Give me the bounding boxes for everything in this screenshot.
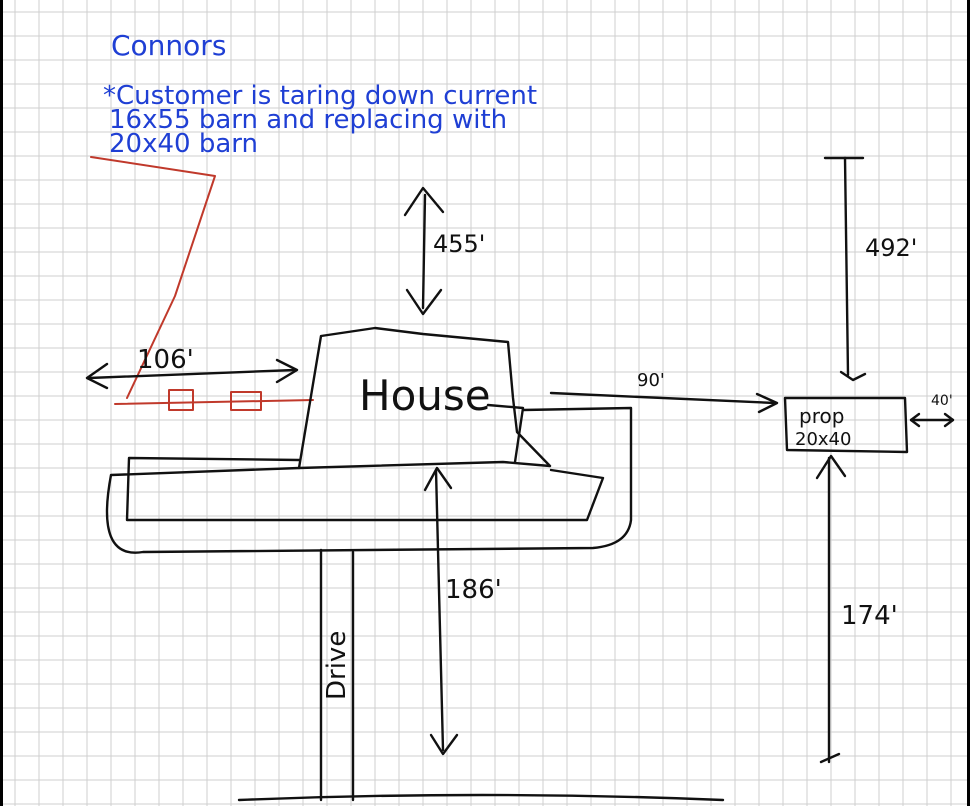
dim-arrow-right-top <box>823 156 867 382</box>
prop-label: prop <box>799 404 844 428</box>
driveway <box>105 406 725 802</box>
dim-arrow-house-to-prop <box>549 391 779 414</box>
property-line <box>90 156 216 399</box>
dim-prop-side: 40' <box>931 393 953 409</box>
dim-house-top: 455' <box>433 230 485 258</box>
dim-house-bottom: 186' <box>445 575 502 605</box>
dim-arrow-house-bottom <box>423 466 459 756</box>
dim-arrow-prop-bottom <box>815 454 847 764</box>
graph-grid <box>3 0 967 806</box>
note-line-1: *Customer is taring down current <box>103 81 537 111</box>
existing-barn <box>114 389 314 411</box>
drive-label: Drive <box>322 631 352 700</box>
house-label: House <box>359 371 491 420</box>
dim-arrow-house-top <box>403 186 445 316</box>
dim-house-to-prop: 90' <box>637 370 665 391</box>
dim-prop-bottom: 174' <box>841 601 898 631</box>
note-line-2: 16x55 barn and replacing with <box>109 105 507 135</box>
note-line-3: 20x40 barn <box>109 129 258 159</box>
dim-right-top: 492' <box>865 234 917 262</box>
proposed-barn <box>783 396 909 454</box>
prop-size-label: 20x40 <box>795 429 851 450</box>
site-sketch: Connors *Customer is taring down current… <box>3 0 967 806</box>
dim-arrow-prop-side <box>909 412 955 428</box>
house-outline <box>297 326 552 470</box>
dim-left-width: 106' <box>137 345 194 375</box>
customer-name: Connors <box>111 29 226 62</box>
dim-arrow-left-width <box>85 358 299 390</box>
